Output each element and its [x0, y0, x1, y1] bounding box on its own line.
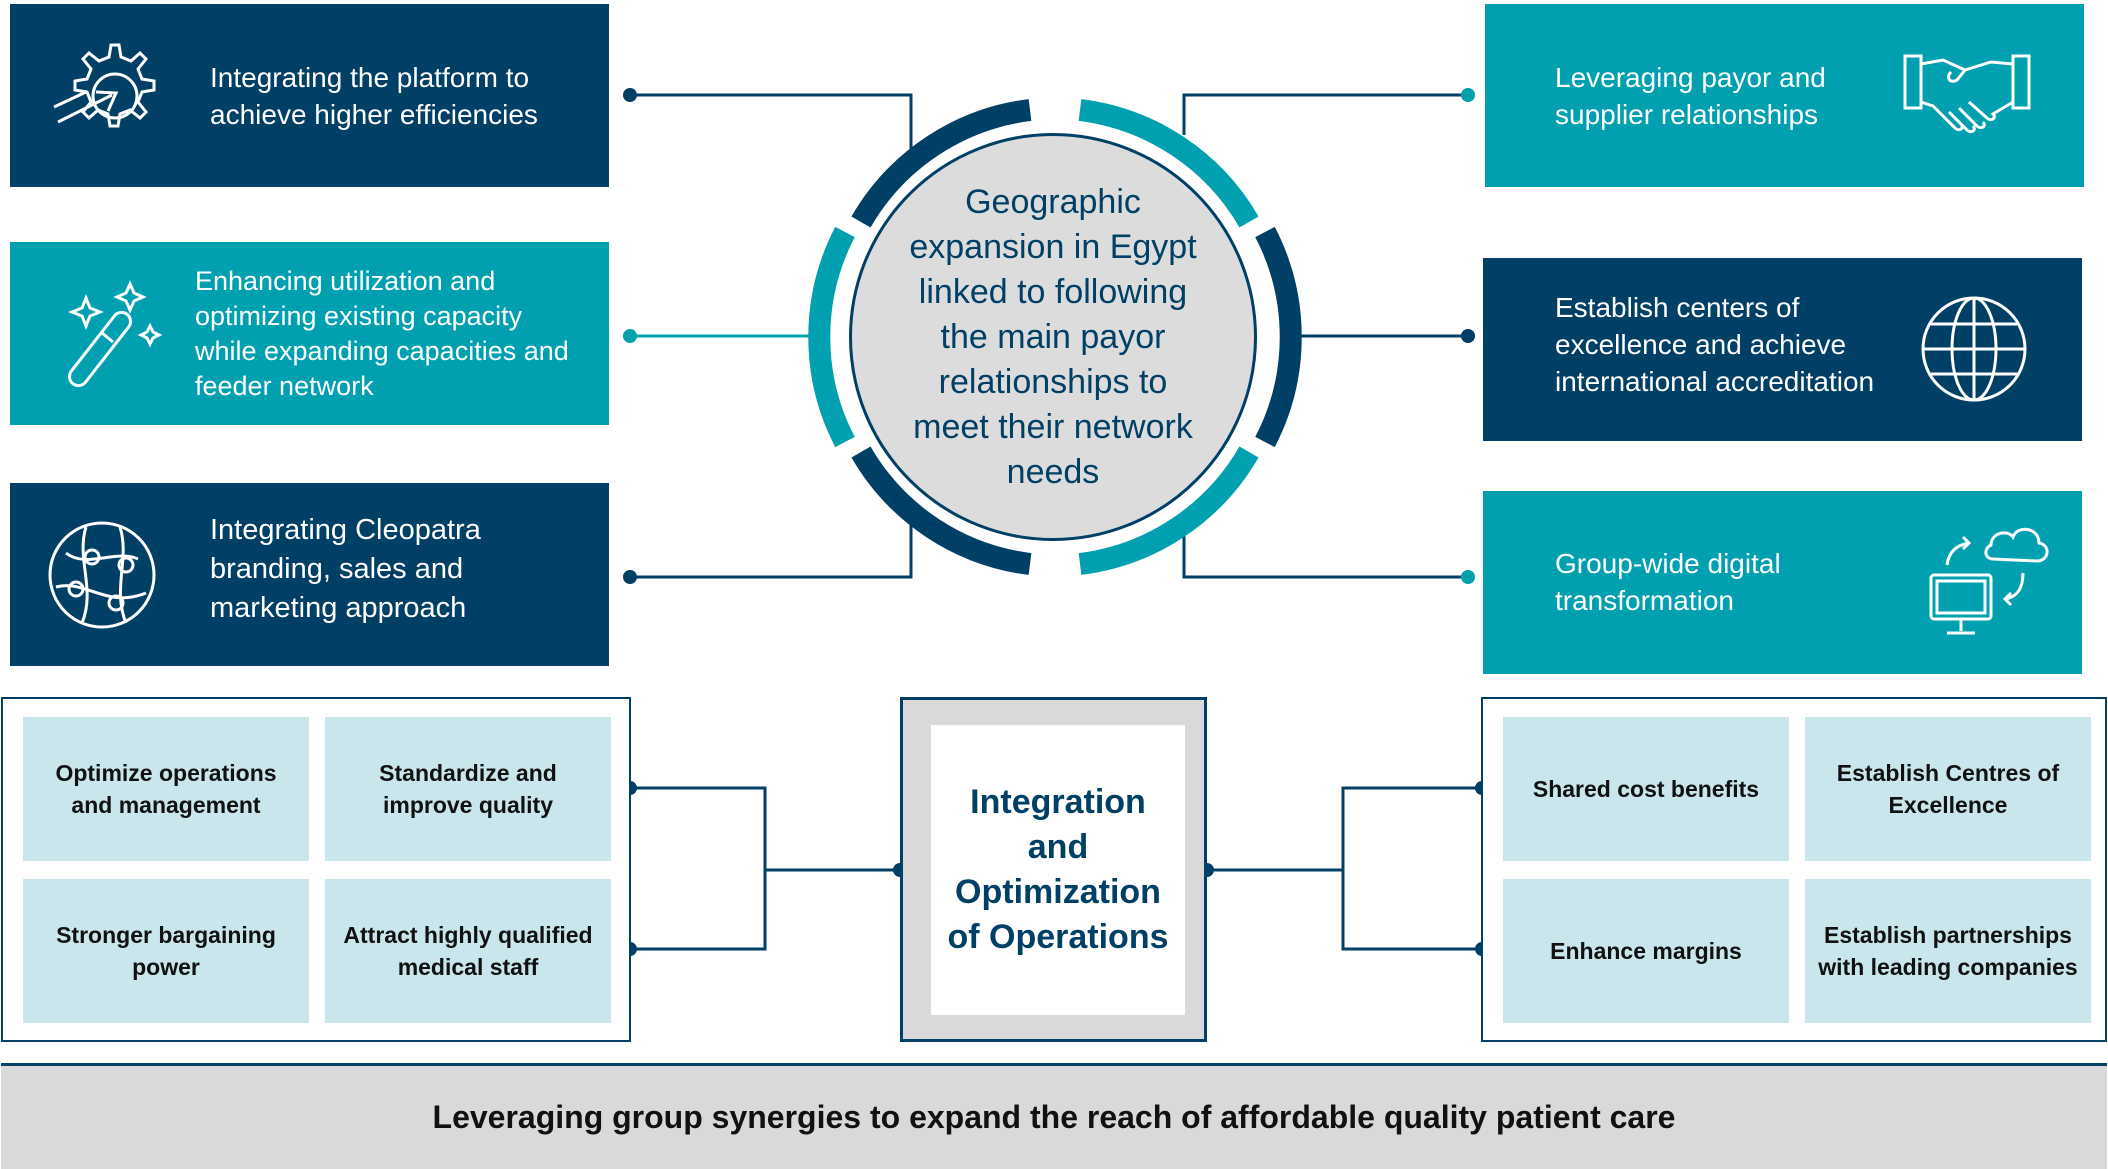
benefit-cell: Attract highly qualified medical staff: [325, 879, 611, 1023]
tile-text: Integrating the platform to achieve high…: [210, 62, 538, 130]
right-benefits-panel: Shared cost benefits Establish Centres o…: [1481, 697, 2107, 1042]
benefit-cell: Establish partnerships with leading comp…: [1805, 879, 2091, 1023]
integration-hub: Integration and Optimization of Operatio…: [900, 697, 1207, 1042]
tile-centers-excellence: Establish centers of excellence and achi…: [1483, 258, 2082, 441]
network-globe-icon: [46, 519, 158, 631]
gear-arrow-icon: [46, 37, 176, 155]
tile-text: Leveraging payor and supplier relationsh…: [1555, 62, 1826, 130]
tile-enhancing-utilization: Enhancing utilization and optimizing exi…: [10, 242, 609, 425]
hub-inner: Integration and Optimization of Operatio…: [931, 725, 1185, 1015]
benefit-cell: Establish Centres of Excellence: [1805, 717, 2091, 861]
tile-cleopatra-branding: Integrating Cleopatra branding, sales an…: [10, 483, 609, 666]
tile-text: Integrating Cleopatra branding, sales an…: [210, 514, 481, 624]
cloud-computer-icon: [1927, 515, 2057, 645]
tile-text: Group-wide digital transformation: [1555, 548, 1781, 616]
benefit-cell: Enhance margins: [1503, 879, 1789, 1023]
benefit-cell: Optimize operations and management: [23, 717, 309, 861]
left-benefits-panel: Optimize operations and management Stand…: [1, 697, 631, 1042]
tile-digital-transformation: Group-wide digital transformation: [1483, 491, 2082, 674]
hub-text: Integration and Optimization of Operatio…: [947, 783, 1169, 956]
tile-integrating-platform: Integrating the platform to achieve high…: [10, 4, 609, 187]
benefit-cell: Shared cost benefits: [1503, 717, 1789, 861]
magic-wand-icon: [50, 278, 170, 398]
banner-text: Leveraging group synergies to expand the…: [432, 1099, 1676, 1135]
center-circle: Geographic expansion in Egypt linked to …: [849, 133, 1257, 541]
benefit-cell: Standardize and improve quality: [325, 717, 611, 861]
tile-leveraging-payor: Leveraging payor and supplier relationsh…: [1485, 4, 2084, 187]
center-text: Geographic expansion in Egypt linked to …: [909, 182, 1197, 491]
summary-banner: Leveraging group synergies to expand the…: [1, 1063, 2107, 1169]
tile-text: Establish centers of excellence and achi…: [1555, 292, 1875, 397]
benefit-cell: Stronger bargaining power: [23, 879, 309, 1023]
handshake-icon: [1903, 46, 2033, 142]
globe-icon: [1919, 294, 2029, 404]
tile-text: Enhancing utilization and optimizing exi…: [195, 266, 569, 401]
